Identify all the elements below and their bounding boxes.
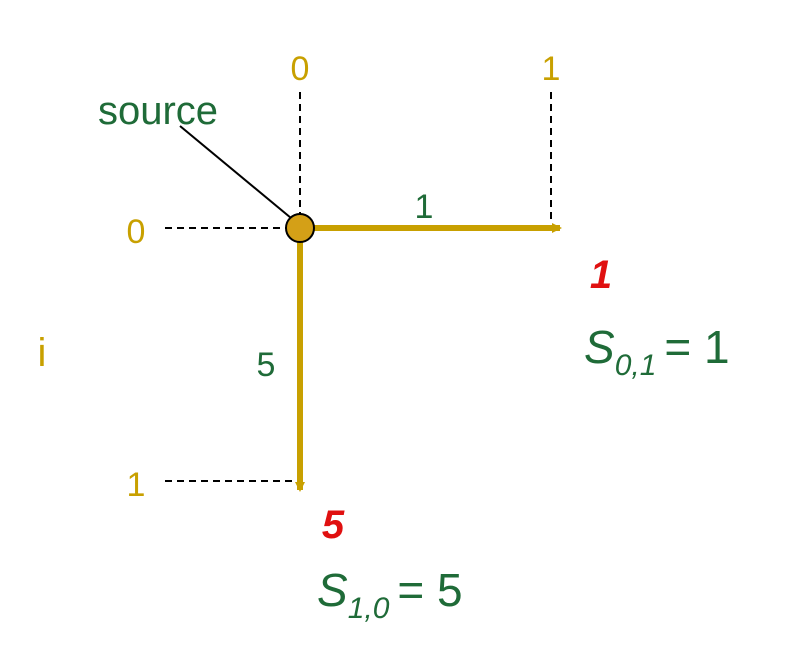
down-score-subscript: 1,0 — [348, 592, 390, 625]
row-1-label: 1 — [127, 466, 146, 504]
source-node — [285, 213, 315, 243]
row-0-label: 0 — [127, 213, 146, 251]
down-edge-weight: 5 — [257, 346, 276, 384]
right-score-equation: S0,1= 1 — [584, 321, 730, 382]
right-score-rhs: = 1 — [664, 321, 729, 373]
right-score-symbol: S — [584, 321, 615, 373]
right-edge-weight: 1 — [415, 188, 434, 226]
col-1-label: 1 — [542, 50, 561, 88]
row-axis-label: i — [38, 331, 47, 375]
source-label: source — [98, 89, 218, 133]
down-score-symbol: S — [317, 564, 348, 616]
down-result-value: 5 — [322, 503, 345, 547]
right-score-subscript: 0,1 — [615, 349, 657, 382]
source-pointer — [179, 125, 292, 219]
down-score-equation: S1,0= 5 — [317, 564, 463, 625]
col-0-label: 0 — [291, 50, 310, 88]
down-score-rhs: = 5 — [397, 564, 462, 616]
right-result-value: 1 — [590, 253, 612, 297]
